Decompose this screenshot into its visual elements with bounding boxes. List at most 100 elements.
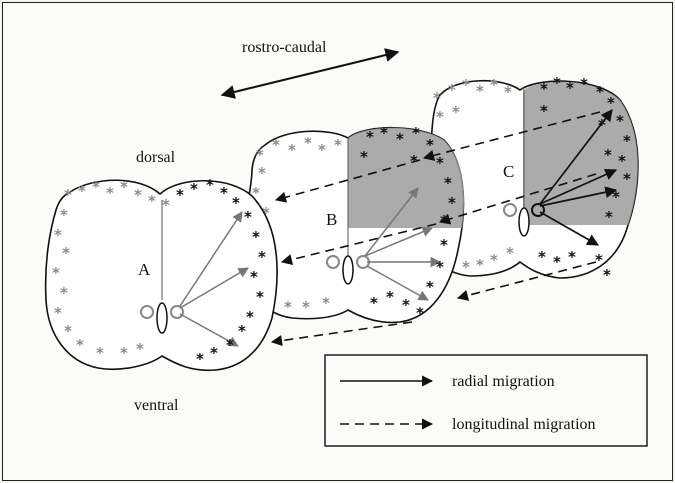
svg-text:*: *	[256, 146, 264, 164]
svg-text:*: *	[490, 76, 498, 94]
section-a-label: A	[138, 260, 151, 279]
svg-text:*: *	[272, 136, 280, 154]
svg-text:*: *	[612, 188, 620, 206]
svg-text:*: *	[302, 298, 310, 316]
svg-text:*: *	[288, 141, 296, 159]
ventral-label: ventral	[134, 397, 179, 414]
svg-text:*: *	[386, 288, 394, 306]
svg-text:*: *	[78, 182, 86, 200]
svg-text:*: *	[604, 146, 612, 164]
svg-text:*: *	[616, 112, 624, 130]
svg-text:*: *	[566, 79, 574, 97]
svg-text:*: *	[476, 82, 484, 100]
svg-text:*: *	[448, 81, 456, 99]
rostro-caudal-label: rostro-caudal	[242, 39, 327, 56]
svg-text:*: *	[318, 141, 326, 159]
svg-text:*: *	[440, 236, 448, 254]
svg-text:*: *	[134, 186, 142, 204]
svg-text:*: *	[196, 350, 204, 368]
dorsal-label: dorsal	[136, 149, 176, 166]
long-arrow-b-a-bottom	[272, 322, 412, 342]
svg-text:*: *	[238, 322, 246, 340]
rostro-caudal-arrow	[222, 52, 398, 95]
svg-text:*: *	[452, 103, 460, 121]
svg-text:*: *	[538, 248, 546, 266]
svg-text:*: *	[605, 208, 613, 226]
svg-text:*: *	[76, 336, 84, 354]
svg-text:*: *	[92, 178, 100, 196]
svg-text:*: *	[250, 268, 258, 286]
svg-text:*: *	[553, 74, 561, 92]
svg-text:*: *	[96, 344, 104, 362]
svg-text:*: *	[436, 258, 444, 276]
svg-text:*: *	[436, 154, 444, 172]
svg-text:*: *	[462, 258, 470, 276]
svg-text:*: *	[256, 288, 264, 306]
svg-text:*: *	[190, 180, 198, 198]
section-c-label: C	[503, 162, 514, 181]
svg-text:*: *	[162, 196, 170, 214]
section-b-label: B	[326, 210, 337, 229]
svg-text:*: *	[370, 294, 378, 312]
svg-text:*: *	[60, 206, 68, 224]
svg-text:*: *	[62, 244, 70, 262]
section-b-canal	[343, 256, 353, 284]
svg-text:*: *	[540, 102, 548, 120]
svg-text:*: *	[258, 248, 266, 266]
svg-text:*: *	[618, 152, 626, 170]
svg-text:*: *	[176, 186, 184, 204]
svg-text:*: *	[568, 248, 576, 266]
svg-text:*: *	[598, 116, 606, 134]
svg-text:*: *	[396, 130, 404, 148]
svg-text:*: *	[232, 194, 240, 212]
svg-text:*: *	[136, 340, 144, 358]
svg-text:*: *	[64, 322, 72, 340]
svg-text:*: *	[623, 132, 631, 150]
svg-text:*: *	[220, 184, 228, 202]
svg-text:*: *	[607, 94, 615, 112]
svg-text:*: *	[504, 83, 512, 101]
legend-radial-label: radial migration	[452, 373, 555, 390]
svg-text:*: *	[60, 284, 68, 302]
svg-text:*: *	[448, 194, 456, 212]
svg-text:*: *	[553, 253, 561, 271]
svg-text:*: *	[226, 336, 234, 354]
svg-text:*: *	[322, 294, 330, 312]
legend: radial migration longitudinal migration	[325, 355, 647, 446]
svg-text:*: *	[210, 344, 218, 362]
svg-text:*: *	[506, 244, 514, 262]
svg-text:*: *	[304, 134, 312, 152]
svg-text:*: *	[596, 83, 604, 101]
svg-text:*: *	[106, 184, 114, 202]
svg-text:*: *	[490, 251, 498, 269]
svg-text:*: *	[54, 226, 62, 244]
svg-text:*: *	[623, 170, 631, 188]
svg-text:*: *	[462, 76, 470, 94]
svg-text:*: *	[426, 278, 434, 296]
svg-text:*: *	[603, 266, 611, 284]
svg-text:*: *	[54, 304, 62, 322]
svg-text:*: *	[580, 75, 588, 93]
svg-text:*: *	[258, 164, 266, 182]
svg-text:*: *	[444, 174, 452, 192]
legend-longitudinal-label: longitudinal migration	[452, 416, 596, 433]
svg-text:*: *	[246, 308, 254, 326]
svg-text:*: *	[360, 148, 368, 166]
svg-text:*: *	[148, 192, 156, 210]
svg-text:*: *	[120, 344, 128, 362]
svg-text:*: *	[52, 264, 60, 282]
svg-text:*: *	[476, 256, 484, 274]
svg-text:*: *	[120, 178, 128, 196]
svg-text:*: *	[366, 128, 374, 146]
svg-text:*: *	[416, 304, 424, 322]
section-c-canal	[519, 208, 529, 236]
svg-text:*: *	[433, 89, 441, 107]
svg-text:*: *	[244, 208, 252, 226]
svg-text:*: *	[436, 108, 444, 126]
svg-text:*: *	[412, 124, 420, 142]
svg-text:*: *	[595, 251, 603, 269]
svg-text:*: *	[284, 298, 292, 316]
svg-text:*: *	[252, 228, 260, 246]
